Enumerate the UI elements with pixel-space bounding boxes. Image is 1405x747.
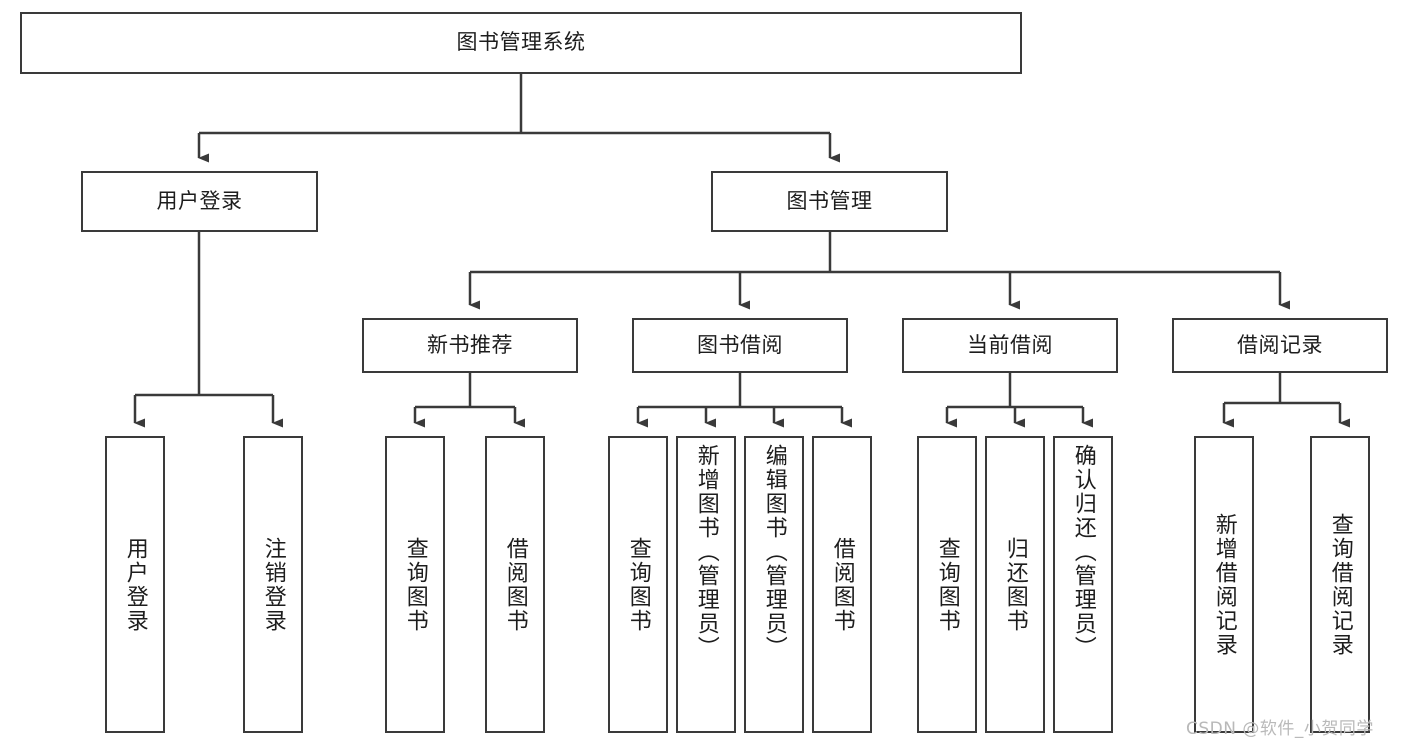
node-label-leaf-query-book-recommend: 查询图书 bbox=[402, 536, 428, 633]
node-label-leaf-add-borrow-record: 新增借阅记录 bbox=[1211, 512, 1237, 657]
node-label-leaf-borrow-book-recommend: 借阅图书 bbox=[502, 536, 528, 633]
node-current-borrow[interactable]: 当前借阅 bbox=[902, 318, 1118, 373]
node-label-leaf-confirm-return-admin: 确认归还（管理员） bbox=[1070, 444, 1096, 660]
node-leaf-add-book-admin[interactable]: 新增图书（管理员） bbox=[676, 436, 736, 733]
node-label-leaf-return-book: 归还图书 bbox=[1002, 536, 1028, 633]
node-new-book-recommend[interactable]: 新书推荐 bbox=[362, 318, 578, 373]
node-user-login[interactable]: 用户登录 bbox=[81, 171, 318, 232]
node-leaf-user-login[interactable]: 用户登录 bbox=[105, 436, 165, 733]
node-book-management[interactable]: 图书管理 bbox=[711, 171, 948, 232]
node-label-leaf-edit-book-admin: 编辑图书（管理员） bbox=[761, 444, 787, 660]
node-label-new-book-recommend: 新书推荐 bbox=[427, 332, 513, 357]
node-leaf-borrow-book-recommend[interactable]: 借阅图书 bbox=[485, 436, 545, 733]
node-label-leaf-query-book-borrow: 查询图书 bbox=[625, 536, 651, 633]
node-label-leaf-query-book-current: 查询图书 bbox=[934, 536, 960, 633]
node-leaf-query-borrow-record[interactable]: 查询借阅记录 bbox=[1310, 436, 1370, 733]
node-label-root: 图书管理系统 bbox=[456, 30, 586, 55]
node-borrow-records[interactable]: 借阅记录 bbox=[1172, 318, 1388, 373]
node-label-leaf-add-book-admin: 新增图书（管理员） bbox=[693, 444, 719, 660]
node-book-borrow[interactable]: 图书借阅 bbox=[632, 318, 848, 373]
node-label-book-borrow: 图书借阅 bbox=[697, 332, 783, 357]
node-leaf-borrow-book[interactable]: 借阅图书 bbox=[812, 436, 872, 733]
node-leaf-add-borrow-record[interactable]: 新增借阅记录 bbox=[1194, 436, 1254, 733]
node-label-book-management: 图书管理 bbox=[786, 188, 873, 213]
node-label-leaf-logout-login: 注销登录 bbox=[260, 536, 286, 633]
node-label-user-login: 用户登录 bbox=[156, 188, 243, 213]
node-label-leaf-user-login: 用户登录 bbox=[122, 536, 148, 633]
node-leaf-query-book-borrow[interactable]: 查询图书 bbox=[608, 436, 668, 733]
node-leaf-return-book[interactable]: 归还图书 bbox=[985, 436, 1045, 733]
node-label-borrow-records: 借阅记录 bbox=[1237, 332, 1323, 357]
csdn-watermark: CSDN @软件_小贺同学 bbox=[1186, 719, 1374, 739]
node-leaf-query-book-current[interactable]: 查询图书 bbox=[917, 436, 977, 733]
node-leaf-query-book-recommend[interactable]: 查询图书 bbox=[385, 436, 445, 733]
node-leaf-logout-login[interactable]: 注销登录 bbox=[243, 436, 303, 733]
node-leaf-confirm-return-admin[interactable]: 确认归还（管理员） bbox=[1053, 436, 1113, 733]
node-label-leaf-query-borrow-record: 查询借阅记录 bbox=[1327, 512, 1353, 657]
node-label-current-borrow: 当前借阅 bbox=[967, 332, 1053, 357]
node-label-leaf-borrow-book: 借阅图书 bbox=[829, 536, 855, 633]
node-leaf-edit-book-admin[interactable]: 编辑图书（管理员） bbox=[744, 436, 804, 733]
node-root-system[interactable]: 图书管理系统 bbox=[20, 12, 1022, 74]
